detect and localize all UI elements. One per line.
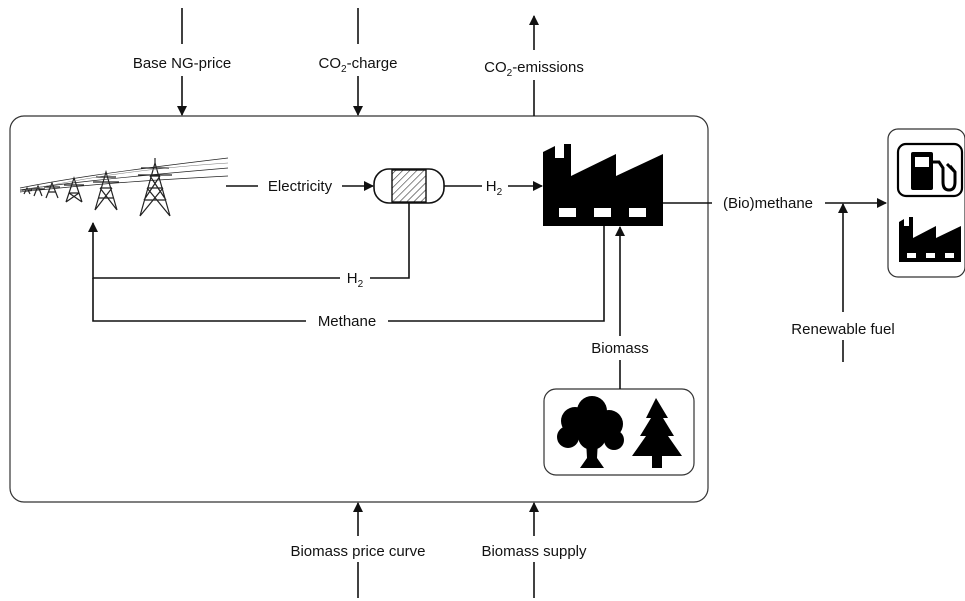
co2-emissions-label: CO2-emissions bbox=[484, 59, 584, 79]
electrolyser-icon bbox=[373, 168, 445, 204]
co2-charge-label: CO2-charge bbox=[319, 55, 398, 75]
biomass-resource-box bbox=[543, 388, 695, 476]
h2-label-top: H2 bbox=[486, 178, 503, 198]
h2-return-line bbox=[370, 203, 410, 279]
power-lines-icon bbox=[19, 157, 229, 217]
fuel-pump-icon bbox=[896, 142, 964, 198]
biomass-label: Biomass bbox=[591, 340, 649, 357]
methane-label: Methane bbox=[318, 313, 376, 330]
end-use-box bbox=[887, 128, 965, 278]
biomass-supply-label: Biomass supply bbox=[481, 543, 587, 560]
biomass-price-curve-label: Biomass price curve bbox=[290, 543, 425, 560]
factory-icon bbox=[543, 144, 663, 226]
base-ng-price-label: Base NG-price bbox=[133, 55, 231, 72]
methane-return-arrow bbox=[92, 278, 306, 322]
pine-tree-icon bbox=[632, 398, 682, 468]
h2-label-return: H2 bbox=[347, 270, 364, 290]
renewable-fuel-label: Renewable fuel bbox=[791, 321, 894, 338]
deciduous-tree-icon bbox=[557, 396, 624, 468]
electricity-label: Electricity bbox=[268, 178, 333, 195]
h2-return-arrow bbox=[88, 222, 340, 279]
methane-return-line bbox=[388, 226, 605, 322]
small-factory-icon bbox=[899, 217, 961, 262]
bio-methane-label: (Bio)methane bbox=[723, 195, 813, 212]
